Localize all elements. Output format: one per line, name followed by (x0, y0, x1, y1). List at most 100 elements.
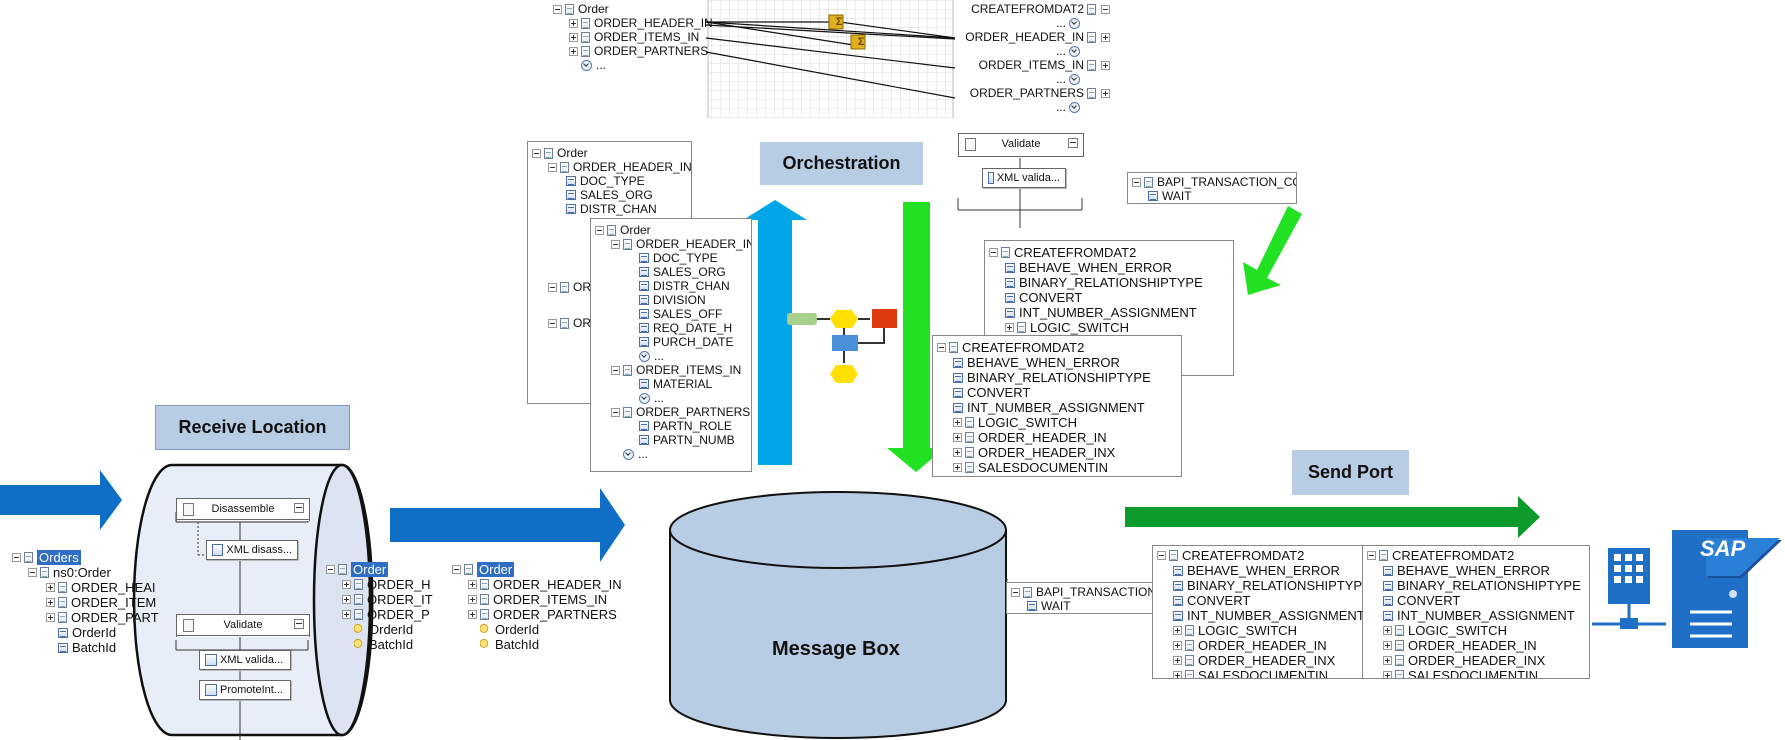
tree-row[interactable]: BAPI_TRANSACTION_COMMIT (1011, 585, 1177, 599)
tree-row[interactable]: CONVERT (989, 290, 1229, 305)
tree-row[interactable]: ... (553, 58, 713, 72)
tree-row[interactable]: DIVISION (595, 293, 747, 307)
tree-row[interactable]: REQ_DATE_H (595, 321, 747, 335)
tree-row[interactable]: LOGIC_SWITCH (937, 415, 1177, 430)
tree-row[interactable]: ORDER_HEADER_IN (937, 430, 1177, 445)
tree-row[interactable]: ... (948, 44, 1110, 58)
tree-row[interactable]: Order (595, 223, 747, 237)
tree-row[interactable]: ORDER_HEADER_IN (1157, 638, 1359, 653)
tree-row[interactable]: SALESDOCUMENTIN (937, 460, 1177, 475)
tree-row[interactable]: PARTN_NUMB (595, 433, 747, 447)
tree-row[interactable]: Orders (12, 550, 162, 565)
tree-row[interactable]: BEHAVE_WHEN_ERROR (1367, 563, 1585, 578)
tree-row[interactable]: ORDER_HEADER_INX (1157, 653, 1359, 668)
tree-row[interactable]: DOC_TYPE (532, 174, 687, 188)
tree-row[interactable]: BINARY_RELATIONSHIPTYPE (937, 370, 1177, 385)
tree-row[interactable]: PARTN_ROLE (595, 419, 747, 433)
tree-row[interactable]: ORDER_IT (326, 592, 451, 607)
tree-row[interactable]: CREATEFROMDAT2 (1157, 548, 1359, 563)
tree-row[interactable]: SALESDOCUMENTIN (1367, 668, 1585, 678)
tree-row[interactable]: WAIT (1011, 599, 1173, 613)
tree-row[interactable]: ORDER_ITEMS_IN (553, 30, 713, 44)
tree-row[interactable]: ORDER_HEADER_IN (948, 30, 1110, 44)
receive-validate-stage[interactable]: Validate (176, 614, 310, 637)
tree-row[interactable]: ORDER_ITEMS_IN (452, 592, 652, 607)
tree-row[interactable]: OrderId (326, 622, 451, 637)
tree-row[interactable]: OrderId (12, 625, 162, 640)
tree-row[interactable]: ORDER_HEADER_IN (532, 160, 691, 174)
tree-row[interactable]: ORDER_HEADER_IN (452, 577, 652, 592)
tree-row[interactable]: BEHAVE_WHEN_ERROR (1157, 563, 1359, 578)
tree-row[interactable]: CONVERT (1367, 593, 1585, 608)
tree-row[interactable]: ... (948, 72, 1110, 86)
tree-row[interactable]: LOGIC_SWITCH (1157, 623, 1359, 638)
tree-row[interactable]: ORDER_ITEMS_IN (595, 363, 747, 377)
tree-row[interactable]: Order (532, 146, 687, 160)
tree-row[interactable]: BAPI_TRANSACTION_COMMIT (1132, 175, 1296, 189)
tree-row[interactable]: ORDER_HEADER_INX (1367, 653, 1585, 668)
tree-row[interactable]: SALES_ORG (595, 265, 747, 279)
tree-row[interactable]: ORDER_HEAI (12, 580, 162, 595)
tree-row[interactable]: SALESDOCUMENTIN (1157, 668, 1359, 678)
tree-row[interactable]: BEHAVE_WHEN_ERROR (989, 260, 1229, 275)
tree-row[interactable]: ORDER_HEADER_IN (595, 237, 751, 251)
tree-row[interactable]: ORDER_HEADER_IN (553, 16, 713, 30)
tree-row[interactable]: ... (595, 349, 747, 363)
tree-row[interactable]: DISTR_CHAN (532, 202, 687, 216)
tree-row[interactable]: LOGIC_SWITCH (1367, 623, 1585, 638)
tree-row[interactable]: ORDER_PARTNERS (595, 405, 750, 419)
tree-row[interactable]: BINARY_RELATIONSHIPTYPE (989, 275, 1229, 290)
tree-row[interactable]: WAIT (1132, 189, 1292, 203)
tree-row[interactable]: OR (532, 280, 687, 294)
tree-row[interactable]: CREATEFROMDAT2 (1367, 548, 1585, 563)
tree-row[interactable]: MATERIAL (595, 377, 747, 391)
tree-row[interactable]: OrderId (452, 622, 652, 637)
xml-disassembler-component[interactable]: XML disass... (206, 540, 298, 560)
tree-row[interactable]: BatchId (326, 637, 451, 652)
tree-row[interactable]: DOC_TYPE (595, 251, 747, 265)
tree-row[interactable]: ORDER_H (326, 577, 451, 592)
tree-row[interactable]: INT_NUMBER_ASSIGNMENT (937, 400, 1177, 415)
tree-row[interactable]: CREATEFROMDAT2 (948, 2, 1110, 16)
tree-row[interactable]: CONVERT (937, 385, 1177, 400)
tree-row[interactable]: ORDER_PARTNERS (452, 607, 652, 622)
tree-row[interactable]: BatchId (12, 640, 162, 655)
tree-row[interactable]: SALES_ORG (532, 188, 687, 202)
tree-row[interactable]: Order (452, 562, 652, 577)
tree-row[interactable]: INT_NUMBER_ASSIGNMENT (1367, 608, 1585, 623)
tree-row[interactable]: CREATEFROMDAT2 (937, 340, 1177, 355)
tree-row[interactable]: Order (553, 2, 713, 16)
tree-row[interactable]: ORDER_HEADER_IN (1367, 638, 1585, 653)
tree-row[interactable]: BINARY_RELATIONSHIPTYP (1157, 578, 1362, 593)
receive-disassemble-stage[interactable]: Disassemble (176, 498, 310, 521)
orch-xml-validator-component[interactable]: XML valida... (982, 168, 1066, 188)
tree-row[interactable]: ORDER_ITEM (12, 595, 162, 610)
tree-row[interactable]: ... (948, 16, 1110, 30)
tree-row[interactable]: BINARY_RELATIONSHIPTYPE (1367, 578, 1585, 593)
tree-row[interactable]: ORDER_HEADER_INX (937, 445, 1177, 460)
tree-row[interactable]: PURCH_DATE (595, 335, 747, 349)
tree-row[interactable]: ORDER_ITEMS_IN (948, 58, 1110, 72)
xml-validator-component[interactable]: XML valida... (199, 650, 291, 670)
tree-row[interactable]: Order (326, 562, 451, 577)
orch-validate-stage[interactable]: Validate (958, 133, 1084, 157)
tree-row[interactable]: ORDER_PARTNERS (948, 86, 1110, 100)
tree-row[interactable]: ORDER_PARTNERS (553, 44, 713, 58)
tree-row[interactable]: CREATEFROMDAT2 (989, 245, 1229, 260)
tree-row[interactable]: SALES_OFF (595, 307, 747, 321)
tree-row[interactable]: INT_NUMBER_ASSIGNMENT (1157, 608, 1363, 623)
tree-row[interactable]: CONVERT (1157, 593, 1359, 608)
tree-row[interactable]: DISTR_CHAN (595, 279, 747, 293)
tree-row[interactable]: ns0:Order (12, 565, 162, 580)
tree-row[interactable]: ORDER_P (326, 607, 451, 622)
tree-row[interactable]: INT_NUMBER_ASSIGNMENT (989, 305, 1229, 320)
tree-row[interactable]: LOGIC_SWITCH (989, 320, 1229, 335)
tree-row[interactable]: ... (595, 447, 747, 461)
tree-row[interactable]: BEHAVE_WHEN_ERROR (937, 355, 1177, 370)
promote-component[interactable]: PromoteInt... (199, 680, 291, 700)
tree-row[interactable]: ... (948, 100, 1110, 114)
tree-row[interactable]: ... (595, 391, 747, 405)
tree-row[interactable]: OR (532, 316, 687, 330)
tree-row[interactable]: BatchId (452, 637, 652, 652)
tree-row[interactable]: ORDER_PART (12, 610, 162, 625)
